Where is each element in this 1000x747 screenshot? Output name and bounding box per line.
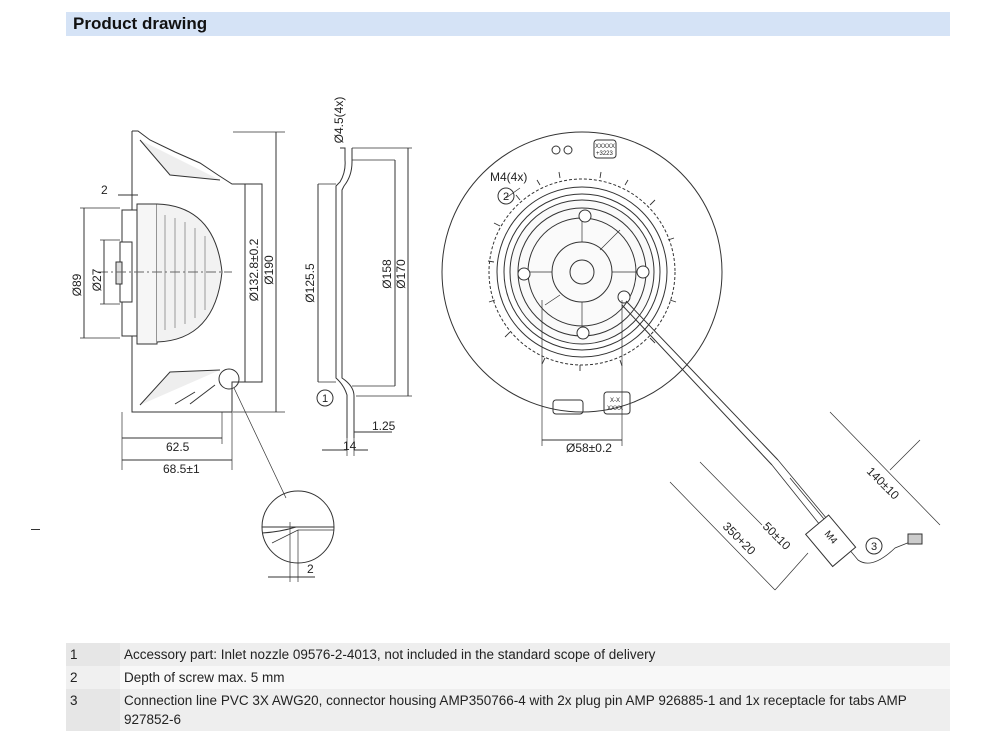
fan-front-view	[441, 131, 941, 591]
callout-3: 3	[871, 541, 877, 553]
margin-mark	[31, 529, 40, 530]
dim-m4: M4(4x)	[490, 170, 527, 184]
note-row: 3 Connection line PVC 3X AWG20, connecto…	[66, 689, 950, 731]
dim-d58: Ø58±0.2	[566, 441, 612, 455]
dim-d158: Ø158	[380, 259, 394, 289]
note-number: 2	[66, 666, 120, 689]
label-xxxx: XXXX	[607, 406, 623, 412]
callout-1: 1	[322, 393, 328, 405]
dim-d89: Ø89	[70, 273, 84, 296]
dim-50: 50±10	[760, 519, 794, 553]
note-row: 2 Depth of screw max. 5 mm	[66, 666, 950, 689]
inlet-nozzle-view	[317, 147, 412, 456]
dim-1-25: 1.25	[372, 419, 396, 433]
callout-2: 2	[503, 191, 509, 203]
callout-3-circle	[865, 537, 883, 555]
note-text: Accessory part: Inlet nozzle 09576-2-401…	[124, 647, 656, 662]
dim-140: 140±10	[864, 464, 902, 502]
product-drawing: Ø89 Ø27 2 Ø132.8±0.2 Ø190 62.5 68.5±1 2 …	[70, 97, 941, 591]
callout-2-circle	[497, 187, 515, 205]
detail-dim-2: 2	[307, 562, 314, 576]
dim-d170: Ø170	[394, 259, 408, 289]
dim-d27: Ø27	[90, 268, 104, 291]
note-row: 1 Accessory part: Inlet nozzle 09576-2-4…	[66, 643, 950, 666]
note-number: 1	[66, 643, 120, 666]
dim-14: 14	[343, 439, 357, 453]
note-text: Depth of screw max. 5 mm	[124, 670, 285, 685]
detail-view	[261, 490, 335, 582]
note-number: 3	[66, 689, 120, 731]
section-header: Product drawing	[66, 12, 950, 36]
notes-table: 1 Accessory part: Inlet nozzle 09576-2-4…	[66, 643, 950, 731]
dim-d190: Ø190	[262, 255, 276, 285]
dim-350: 350+20	[720, 519, 759, 558]
label-3223: +3223	[596, 151, 614, 157]
dim-2: 2	[101, 183, 108, 197]
section-title: Product drawing	[73, 14, 208, 33]
fan-side-view	[80, 130, 287, 499]
dim-d132: Ø132.8±0.2	[247, 238, 261, 301]
note-text: Connection line PVC 3X AWG20, connector …	[124, 693, 907, 727]
label-xxxxx: XXXXX	[595, 144, 615, 150]
dim-68-5: 68.5±1	[163, 462, 200, 476]
callout-1-circle	[316, 389, 334, 407]
label-x-x: X-X	[610, 398, 620, 404]
dim-62-5: 62.5	[166, 440, 190, 454]
dim-d125-5: Ø125.5	[303, 263, 317, 303]
dim-d4-5: Ø4.5(4x)	[332, 97, 346, 144]
